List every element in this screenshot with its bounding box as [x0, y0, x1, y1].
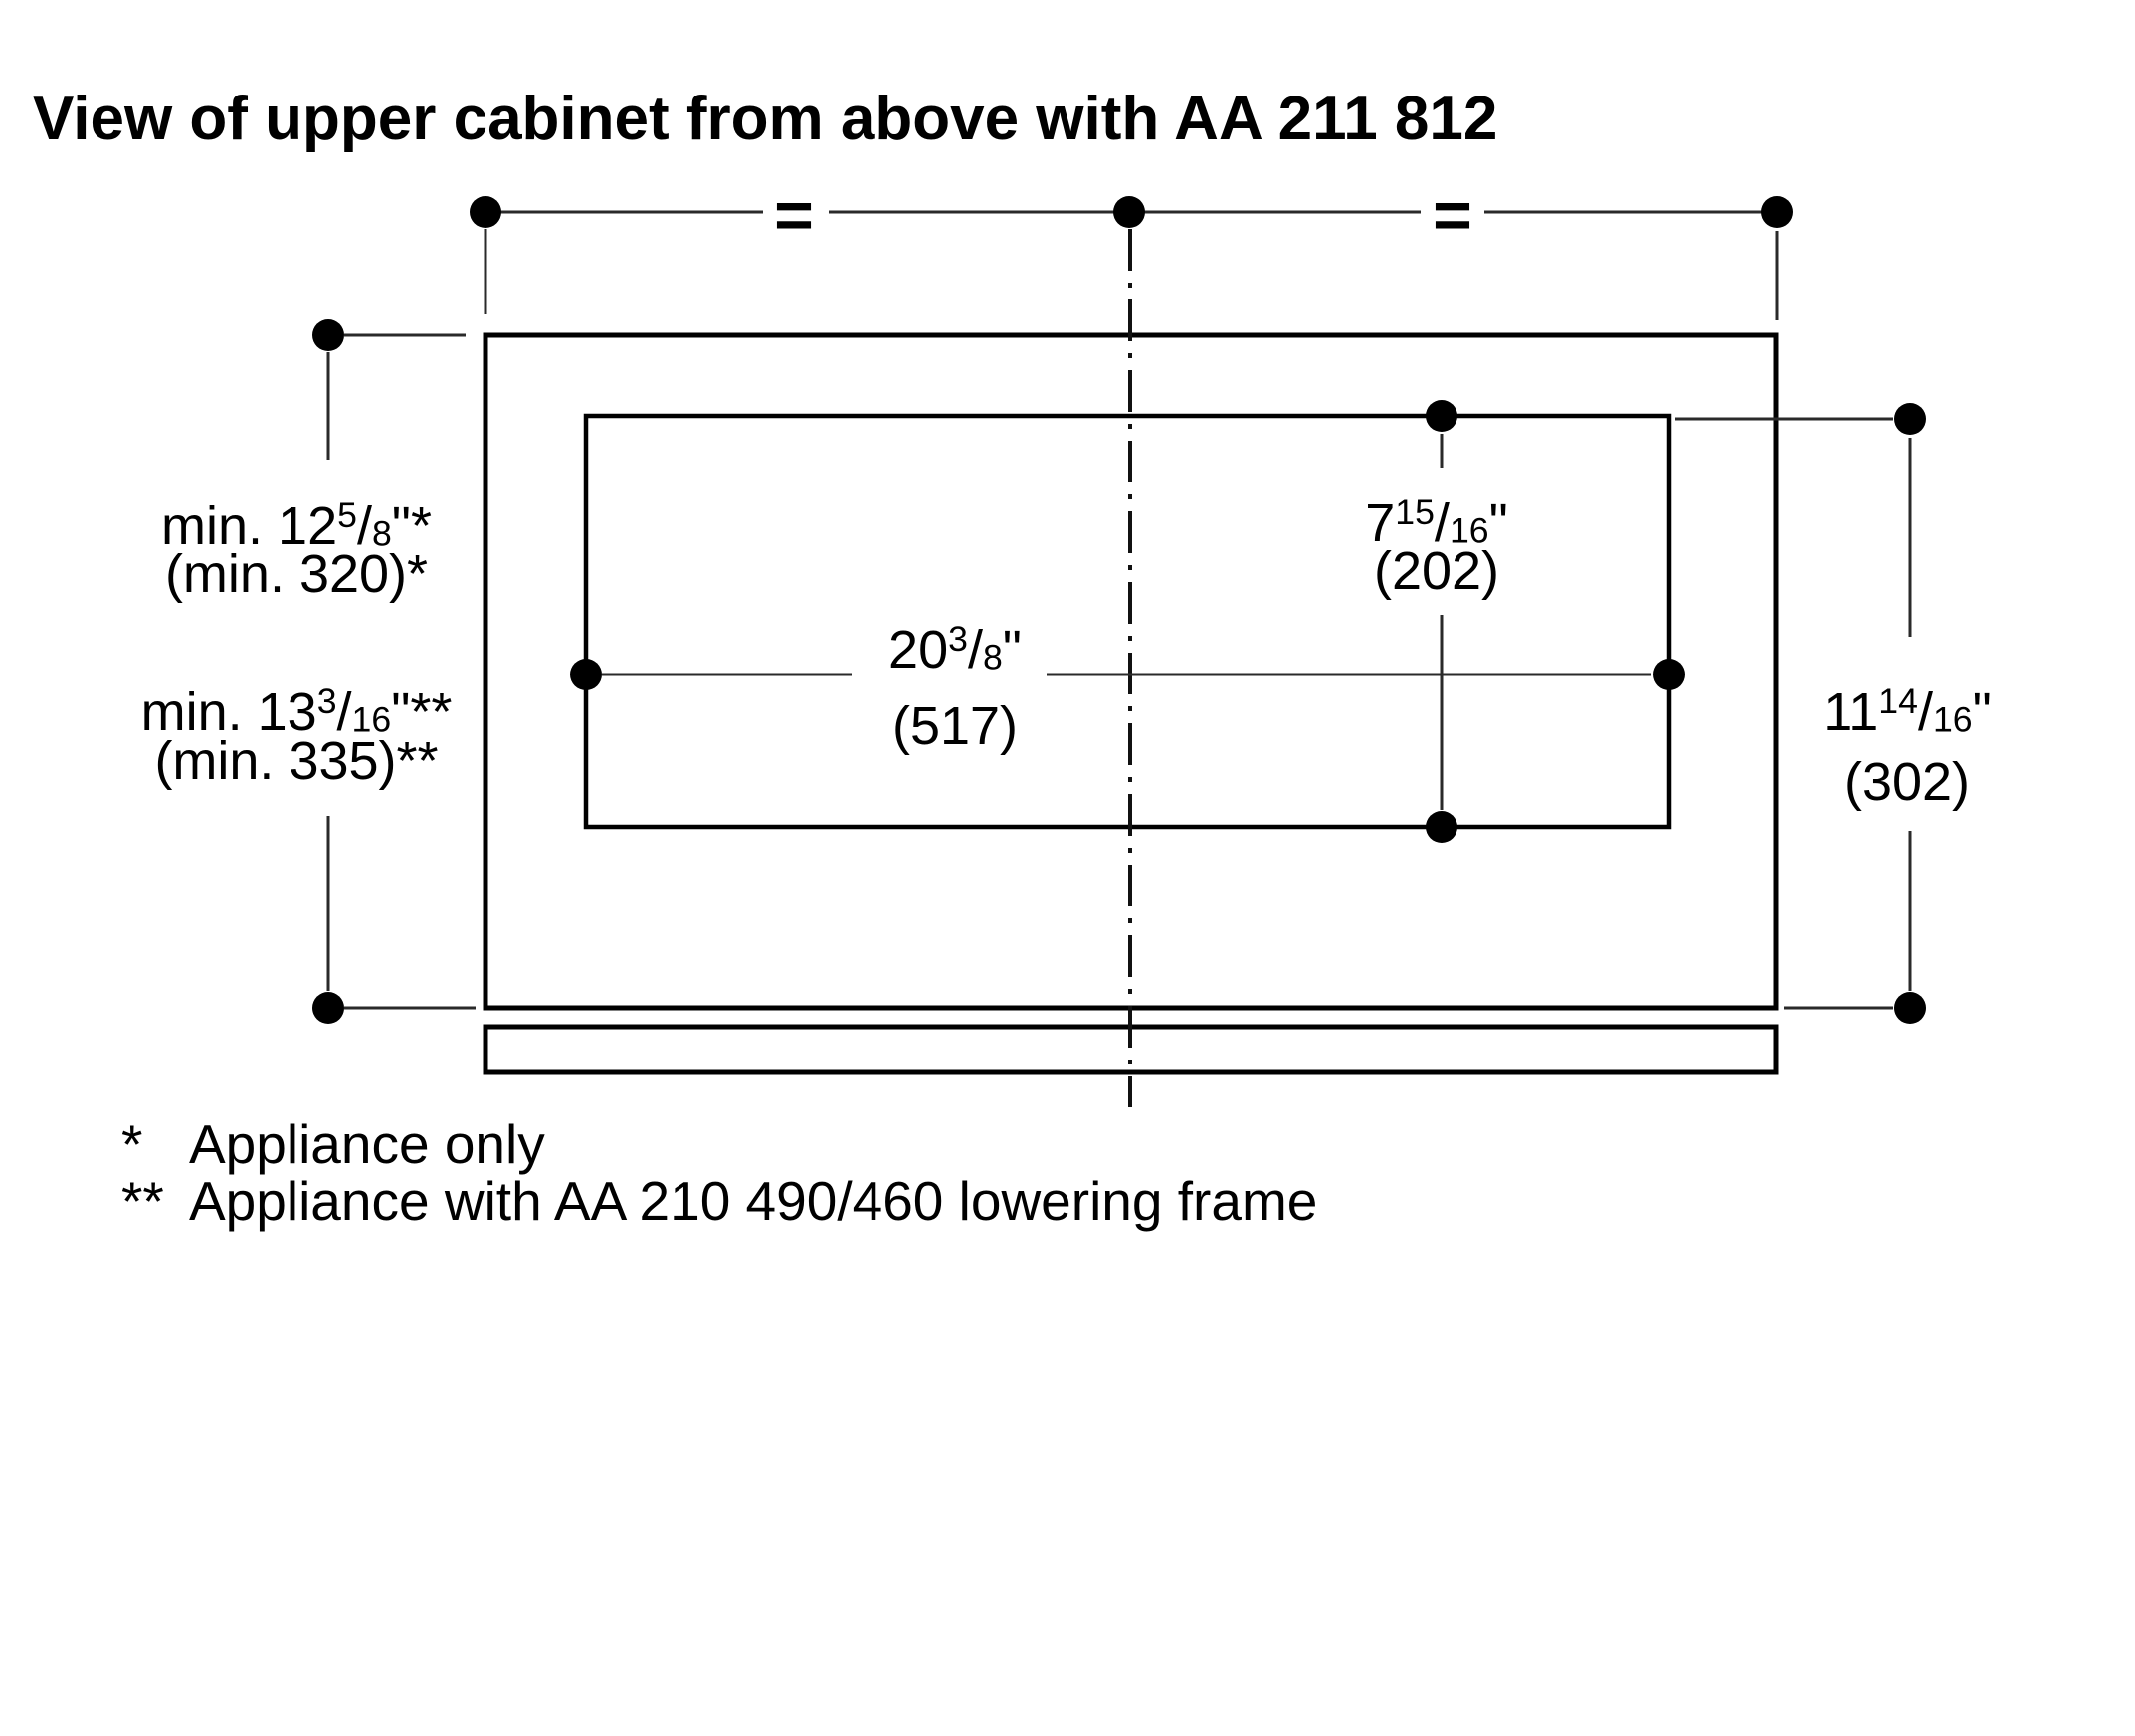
cutout-depth-label-mm: (202)	[1373, 541, 1500, 601]
cutout-width-dimension-line	[570, 659, 1685, 690]
cutout-depth-dimension-line	[1426, 400, 1457, 843]
fraction-slash: /	[1917, 682, 1933, 743]
right-dimension-label-inch: 1114/16"	[1823, 681, 1992, 743]
top-dimension-line	[470, 196, 1793, 320]
page-title: View of upper cabinet from above with AA…	[33, 85, 1498, 153]
equal-marker-left: =	[774, 177, 814, 253]
left-dimension-line	[312, 319, 476, 1024]
footnote-text: Appliance with AA 210 490/460 lowering f…	[189, 1170, 1318, 1232]
footnote-marker: **	[121, 1170, 164, 1232]
right-dimension-label-mm: (302)	[1844, 752, 1971, 812]
footnotes: * Appliance only ** Appliance with AA 21…	[121, 1116, 1317, 1230]
fraction-slash: /	[336, 682, 352, 743]
cutout-width-label-inch: 203/8"	[888, 619, 1022, 680]
right-dimension-line	[1675, 403, 1926, 1024]
cutout-inner-rect	[583, 413, 1672, 830]
left-dimension-label-mm-1: (min. 320)*	[164, 544, 429, 604]
left-dimension-label-inch-1: min. 125/8"*	[161, 495, 432, 557]
cutout-width-label-mm: (517)	[891, 696, 1019, 756]
left-dimension-label-inch-2: min. 133/16"**	[140, 681, 453, 743]
equal-marker-right: =	[1433, 177, 1472, 253]
left-dimension-label-mm-2: (min. 335)**	[154, 731, 439, 791]
footnote-text: Appliance only	[189, 1113, 545, 1175]
fraction-slash: /	[967, 620, 983, 680]
fraction-slash: /	[356, 496, 372, 557]
footnote-marker: *	[121, 1113, 143, 1175]
fraction-slash: /	[1434, 493, 1450, 554]
cutout-depth-label-inch: 715/16"	[1365, 492, 1508, 554]
